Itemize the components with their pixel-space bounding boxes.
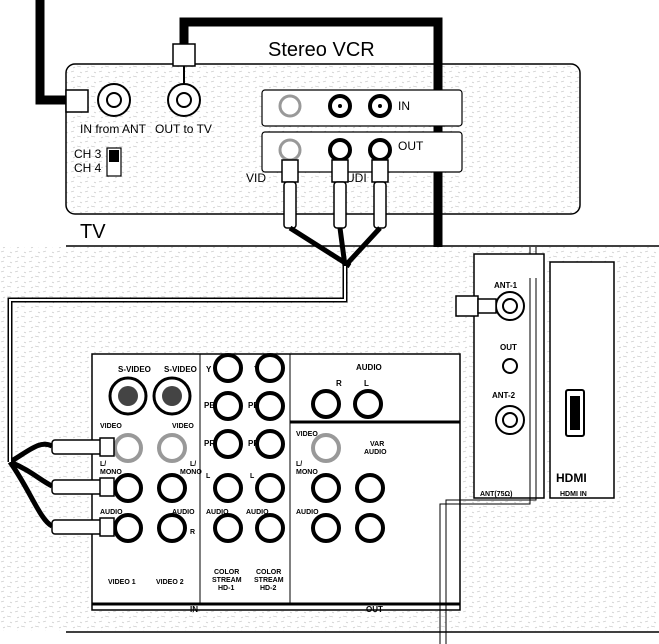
svideo2-label: S-VIDEO — [164, 365, 197, 374]
channel-switch[interactable] — [106, 147, 122, 177]
in-from-ant-label: IN from ANT — [80, 122, 147, 136]
mono-label-2: MONO — [180, 469, 202, 476]
out-mono: MONO — [296, 469, 318, 476]
vcr-in-label: IN — [398, 99, 410, 113]
audio-top-r: R — [336, 379, 342, 388]
vcr-in-video-jack[interactable] — [278, 94, 302, 118]
out-audio: AUDIO — [296, 509, 319, 516]
audio-cs1-label: AUDIO — [206, 509, 229, 516]
pb-label: PB — [204, 401, 215, 410]
antenna-cable — [35, 0, 68, 105]
mono-label: MONO — [100, 469, 122, 476]
svideo1-jack[interactable] — [108, 376, 148, 416]
audio-top-l: L — [364, 379, 369, 388]
audio-label-2: AUDIO — [172, 509, 195, 516]
y-label: Y — [206, 365, 212, 374]
pr-label: PR — [204, 439, 215, 448]
hdmi-port[interactable] — [565, 389, 585, 437]
vcr-in-audio-l-jack[interactable] — [328, 94, 352, 118]
r-label: R — [190, 529, 195, 536]
l-label: L — [206, 473, 211, 480]
hdmi-in-label: HDMI IN — [560, 491, 587, 498]
ant2-jack[interactable] — [495, 405, 525, 435]
vcr-out-video-jack[interactable] — [278, 138, 302, 162]
svideo1-label: S-VIDEO — [118, 365, 151, 374]
out-label: OUT — [500, 343, 517, 352]
hdmi-logo: HDMI — [556, 471, 587, 485]
hdmi-module — [549, 261, 615, 499]
ant-plug — [455, 295, 497, 317]
vcr-rca-plugs — [281, 159, 389, 229]
vcr-audio-label: UDI — [346, 171, 367, 185]
vcr-in-audio-r-jack[interactable] — [368, 94, 392, 118]
vcr-video-label: VID — [246, 171, 266, 185]
var-audio-label: AUDIO — [364, 449, 387, 456]
vcr-title: Stereo VCR — [268, 39, 375, 61]
ch3-label: CH 3 — [74, 147, 102, 161]
in-footer: IN — [190, 605, 198, 614]
antenna-module — [473, 253, 545, 499]
vcr-in-panel — [261, 89, 463, 127]
audio-cs2-label: AUDIO — [246, 509, 269, 516]
out-to-tv-label: OUT to TV — [155, 122, 212, 136]
video1-label: VIDEO 1 — [108, 579, 136, 586]
svideo2-jack[interactable] — [152, 376, 192, 416]
component-jacks[interactable] — [213, 353, 285, 543]
vcr-out-label: OUT — [398, 139, 424, 153]
audio-r1-jack[interactable] — [113, 513, 143, 543]
out-l-mono: L/ — [296, 461, 302, 468]
vcr-out-audio-r-jack[interactable] — [368, 138, 392, 162]
hd1: HD-1 — [218, 585, 234, 592]
video2-label: VIDEO 2 — [156, 579, 184, 586]
vcr-out-to-tv-jack[interactable] — [167, 43, 201, 117]
audio-label: AUDIO — [100, 509, 123, 516]
ant-out-jack[interactable] — [502, 358, 518, 374]
out-video-jack[interactable] — [311, 433, 341, 463]
pr-label-2: PR — [248, 439, 259, 448]
ch4-label: CH 4 — [74, 161, 102, 175]
video2-jack[interactable] — [157, 433, 187, 463]
audio-l1-jack[interactable] — [113, 473, 143, 503]
vcr-in-from-ant-jack[interactable] — [65, 83, 131, 117]
l-mono-label: L/ — [100, 461, 106, 468]
ant-footer: ANT(75Ω) — [480, 491, 512, 498]
panel-divider — [439, 278, 537, 644]
vcr-out-panel — [261, 131, 463, 173]
out-audio-jacks[interactable] — [311, 473, 385, 543]
pb-label-2: PB — [248, 401, 259, 410]
audio-top-label: AUDIO — [356, 363, 382, 372]
out-footer: OUT — [366, 605, 383, 614]
audio-r2-jack[interactable] — [157, 513, 187, 543]
l-mono-label-2: L/ — [190, 461, 196, 468]
tv-title: TV — [80, 221, 106, 243]
color-stream2: COLOR — [256, 569, 281, 576]
video-label: VIDEO — [100, 423, 122, 430]
color-stream1: COLOR — [214, 569, 239, 576]
l-label-2: L — [250, 473, 255, 480]
audio-l2-jack[interactable] — [157, 473, 187, 503]
var-label: VAR — [370, 441, 384, 448]
audio-out-top-jacks[interactable] — [311, 389, 383, 419]
vcr-out-audio-l-jack[interactable] — [328, 138, 352, 162]
ant1-label: ANT-1 — [494, 281, 518, 290]
stream1: STREAM — [212, 577, 242, 584]
ant1-jack[interactable] — [495, 291, 525, 321]
out-video-label: VIDEO — [296, 431, 318, 438]
video1-jack[interactable] — [113, 433, 143, 463]
ant2-label: ANT-2 — [492, 391, 516, 400]
tv-rca-plugs — [51, 437, 115, 537]
stream2: STREAM — [254, 577, 284, 584]
video-label-2: VIDEO — [172, 423, 194, 430]
hd2: HD-2 — [260, 585, 276, 592]
